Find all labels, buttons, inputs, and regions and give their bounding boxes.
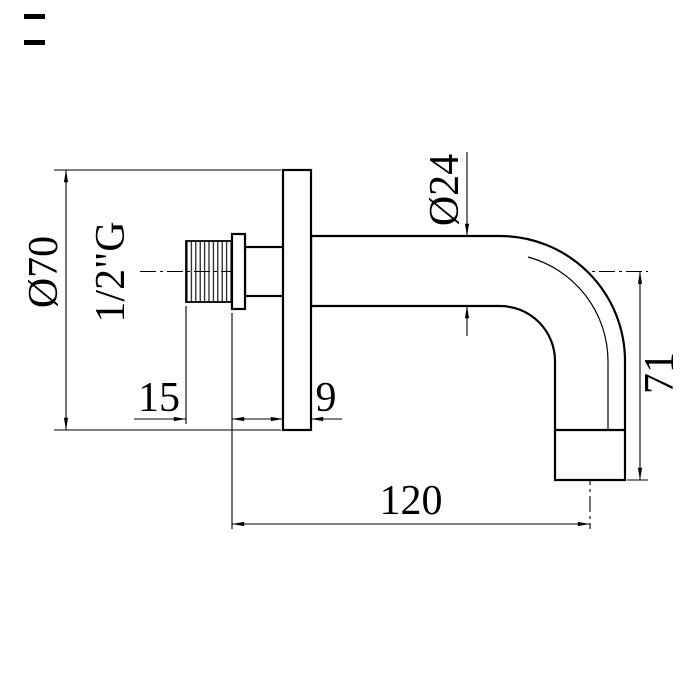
connector-collar <box>230 232 247 311</box>
dimension-text: Ø70 <box>21 236 67 308</box>
dimension-text: Ø24 <box>422 154 468 226</box>
connector-pipe <box>243 245 287 298</box>
thread-connector <box>185 232 287 311</box>
dim-reach: 120 <box>231 478 591 527</box>
dimension-text: 9 <box>316 375 337 421</box>
dimension-text: 15 <box>138 375 180 421</box>
frame-mark <box>24 40 45 45</box>
wall-flange <box>281 168 313 432</box>
pipe-thread <box>185 240 233 303</box>
frame-mark <box>24 14 45 19</box>
dim-drop: 71 <box>627 271 683 481</box>
bend-highlight-line <box>527 256 609 430</box>
dim-flange-thickness: 9 <box>231 375 342 422</box>
thread-size-text: 1/2"G <box>88 221 134 322</box>
frame-marks <box>24 14 45 45</box>
dim-flange-diameter: Ø70 <box>21 169 281 431</box>
dim-thread-label: 1/2"G <box>88 221 134 322</box>
dimension-text: 120 <box>380 478 443 524</box>
dim-tube-diameter: Ø24 <box>422 152 470 336</box>
dim-thread-length: 15 <box>134 306 233 529</box>
dimension-text: 71 <box>637 352 683 394</box>
spout-tube <box>309 234 627 482</box>
